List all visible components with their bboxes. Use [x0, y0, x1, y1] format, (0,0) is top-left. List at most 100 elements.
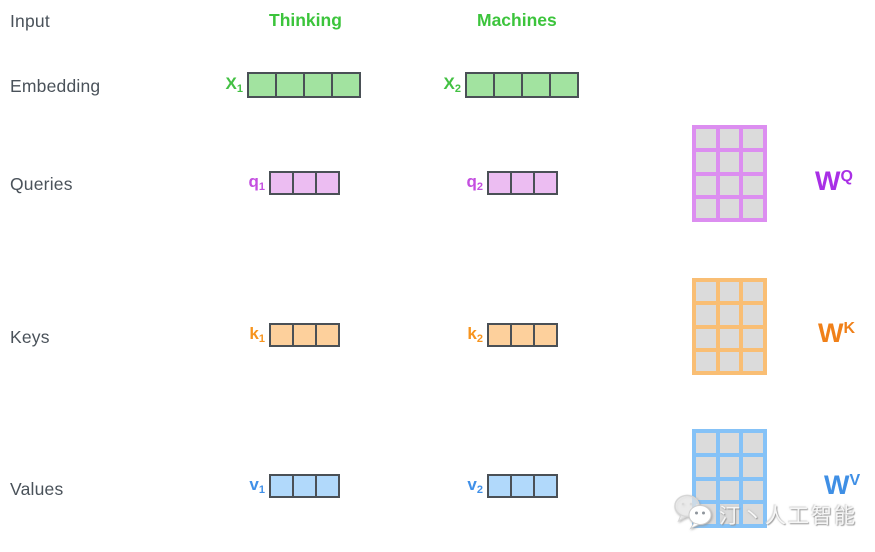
matrix-cell	[719, 328, 740, 348]
vector-cell	[523, 74, 551, 96]
vector-cells-v2	[487, 474, 558, 498]
vector-cell	[249, 74, 277, 96]
header-thinking: Thinking	[269, 10, 342, 30]
vector-label-x1: X1	[225, 74, 243, 95]
vector-cell	[495, 74, 523, 96]
vector-cell	[277, 74, 305, 96]
matrix-cell	[696, 152, 716, 172]
matrix-cell	[743, 198, 763, 218]
vector-cells-k2	[487, 323, 558, 347]
vector-k2: k2	[457, 323, 558, 347]
vector-cell	[467, 74, 495, 96]
vector-cells-x2	[465, 72, 579, 98]
row-label-embedding: Embedding	[10, 76, 101, 96]
matrix-cell	[696, 282, 716, 302]
vector-cell	[294, 173, 317, 193]
vector-x2: X2	[435, 72, 579, 98]
matrix-cell	[719, 198, 740, 218]
matrix-cell	[743, 129, 763, 149]
vector-cell	[271, 325, 294, 345]
matrix-cell	[719, 456, 740, 477]
matrix-cell	[743, 433, 763, 453]
vector-cells-k1	[269, 323, 340, 347]
watermark: 汀丶人工智能	[674, 494, 857, 535]
vector-cell	[551, 74, 577, 96]
vector-q1: q1	[239, 171, 340, 195]
vector-v2: v2	[457, 474, 558, 498]
matrix-cell	[743, 504, 763, 524]
vector-cell	[512, 325, 535, 345]
vector-cell	[305, 74, 333, 96]
vector-cell	[535, 476, 556, 496]
header-machines: Machines	[477, 10, 557, 30]
vector-q2: q2	[457, 171, 558, 195]
vector-label-x2: X2	[443, 74, 461, 95]
vector-v1: v1	[239, 474, 340, 498]
matrix-cell	[696, 305, 716, 325]
row-label-queries: Queries	[10, 174, 73, 194]
matrix-wv	[692, 429, 767, 528]
matrix-cell	[719, 129, 740, 149]
matrix-wk	[692, 278, 767, 375]
vector-cell	[294, 325, 317, 345]
matrix-label-wv: WV	[824, 470, 861, 500]
matrix-cell	[696, 328, 716, 348]
matrix-cell	[696, 351, 716, 371]
vector-label-q2: q2	[466, 172, 483, 193]
vector-cells-x1	[247, 72, 361, 98]
matrix-wq	[692, 125, 767, 222]
vector-cell	[535, 173, 556, 193]
vector-cell	[535, 325, 556, 345]
vector-cell	[333, 74, 359, 96]
vector-label-q1: q1	[248, 172, 265, 193]
matrix-cell	[743, 152, 763, 172]
matrix-cell	[719, 305, 740, 325]
vector-cell	[489, 325, 512, 345]
vector-cell	[489, 173, 512, 193]
matrix-cell	[743, 456, 763, 477]
matrix-label-wk: WK	[818, 318, 856, 348]
matrix-cell	[696, 480, 716, 501]
wechat-icon	[674, 494, 716, 535]
matrix-cell	[719, 282, 740, 302]
matrix-cell	[743, 282, 763, 302]
vector-cell	[317, 325, 338, 345]
matrix-cell	[696, 198, 716, 218]
matrix-cell	[719, 152, 740, 172]
vector-cells-q1	[269, 171, 340, 195]
matrix-cell	[696, 456, 716, 477]
matrix-cell	[719, 433, 740, 453]
matrix-cell	[743, 351, 763, 371]
vector-label-v1: v1	[249, 475, 265, 496]
vector-cell	[271, 173, 294, 193]
vector-cell	[271, 476, 294, 496]
matrix-cell	[696, 129, 716, 149]
vector-cell	[294, 476, 317, 496]
matrix-cell	[696, 175, 716, 195]
matrix-cell	[719, 175, 740, 195]
row-label-input: Input	[10, 11, 50, 31]
vector-k1: k1	[239, 323, 340, 347]
matrix-cell	[743, 175, 763, 195]
row-label-keys: Keys	[10, 327, 50, 347]
matrix-cell	[719, 351, 740, 371]
matrix-label-wq: WQ	[815, 166, 853, 196]
vector-cell	[489, 476, 512, 496]
matrix-cell	[743, 328, 763, 348]
vector-label-k1: k1	[249, 324, 265, 345]
vector-cell	[317, 173, 338, 193]
vector-x1: X1	[217, 72, 361, 98]
vector-label-k2: k2	[467, 324, 483, 345]
row-label-values: Values	[10, 479, 64, 499]
vector-cell	[317, 476, 338, 496]
vector-cells-q2	[487, 171, 558, 195]
matrix-cell	[743, 305, 763, 325]
vector-cell	[512, 476, 535, 496]
matrix-cell	[696, 433, 716, 453]
vector-label-v2: v2	[467, 475, 483, 496]
matrix-cell	[743, 480, 763, 501]
watermark-text: 汀丶人工智能	[719, 504, 857, 528]
matrix-cell	[719, 504, 740, 524]
matrix-cell	[719, 480, 740, 501]
